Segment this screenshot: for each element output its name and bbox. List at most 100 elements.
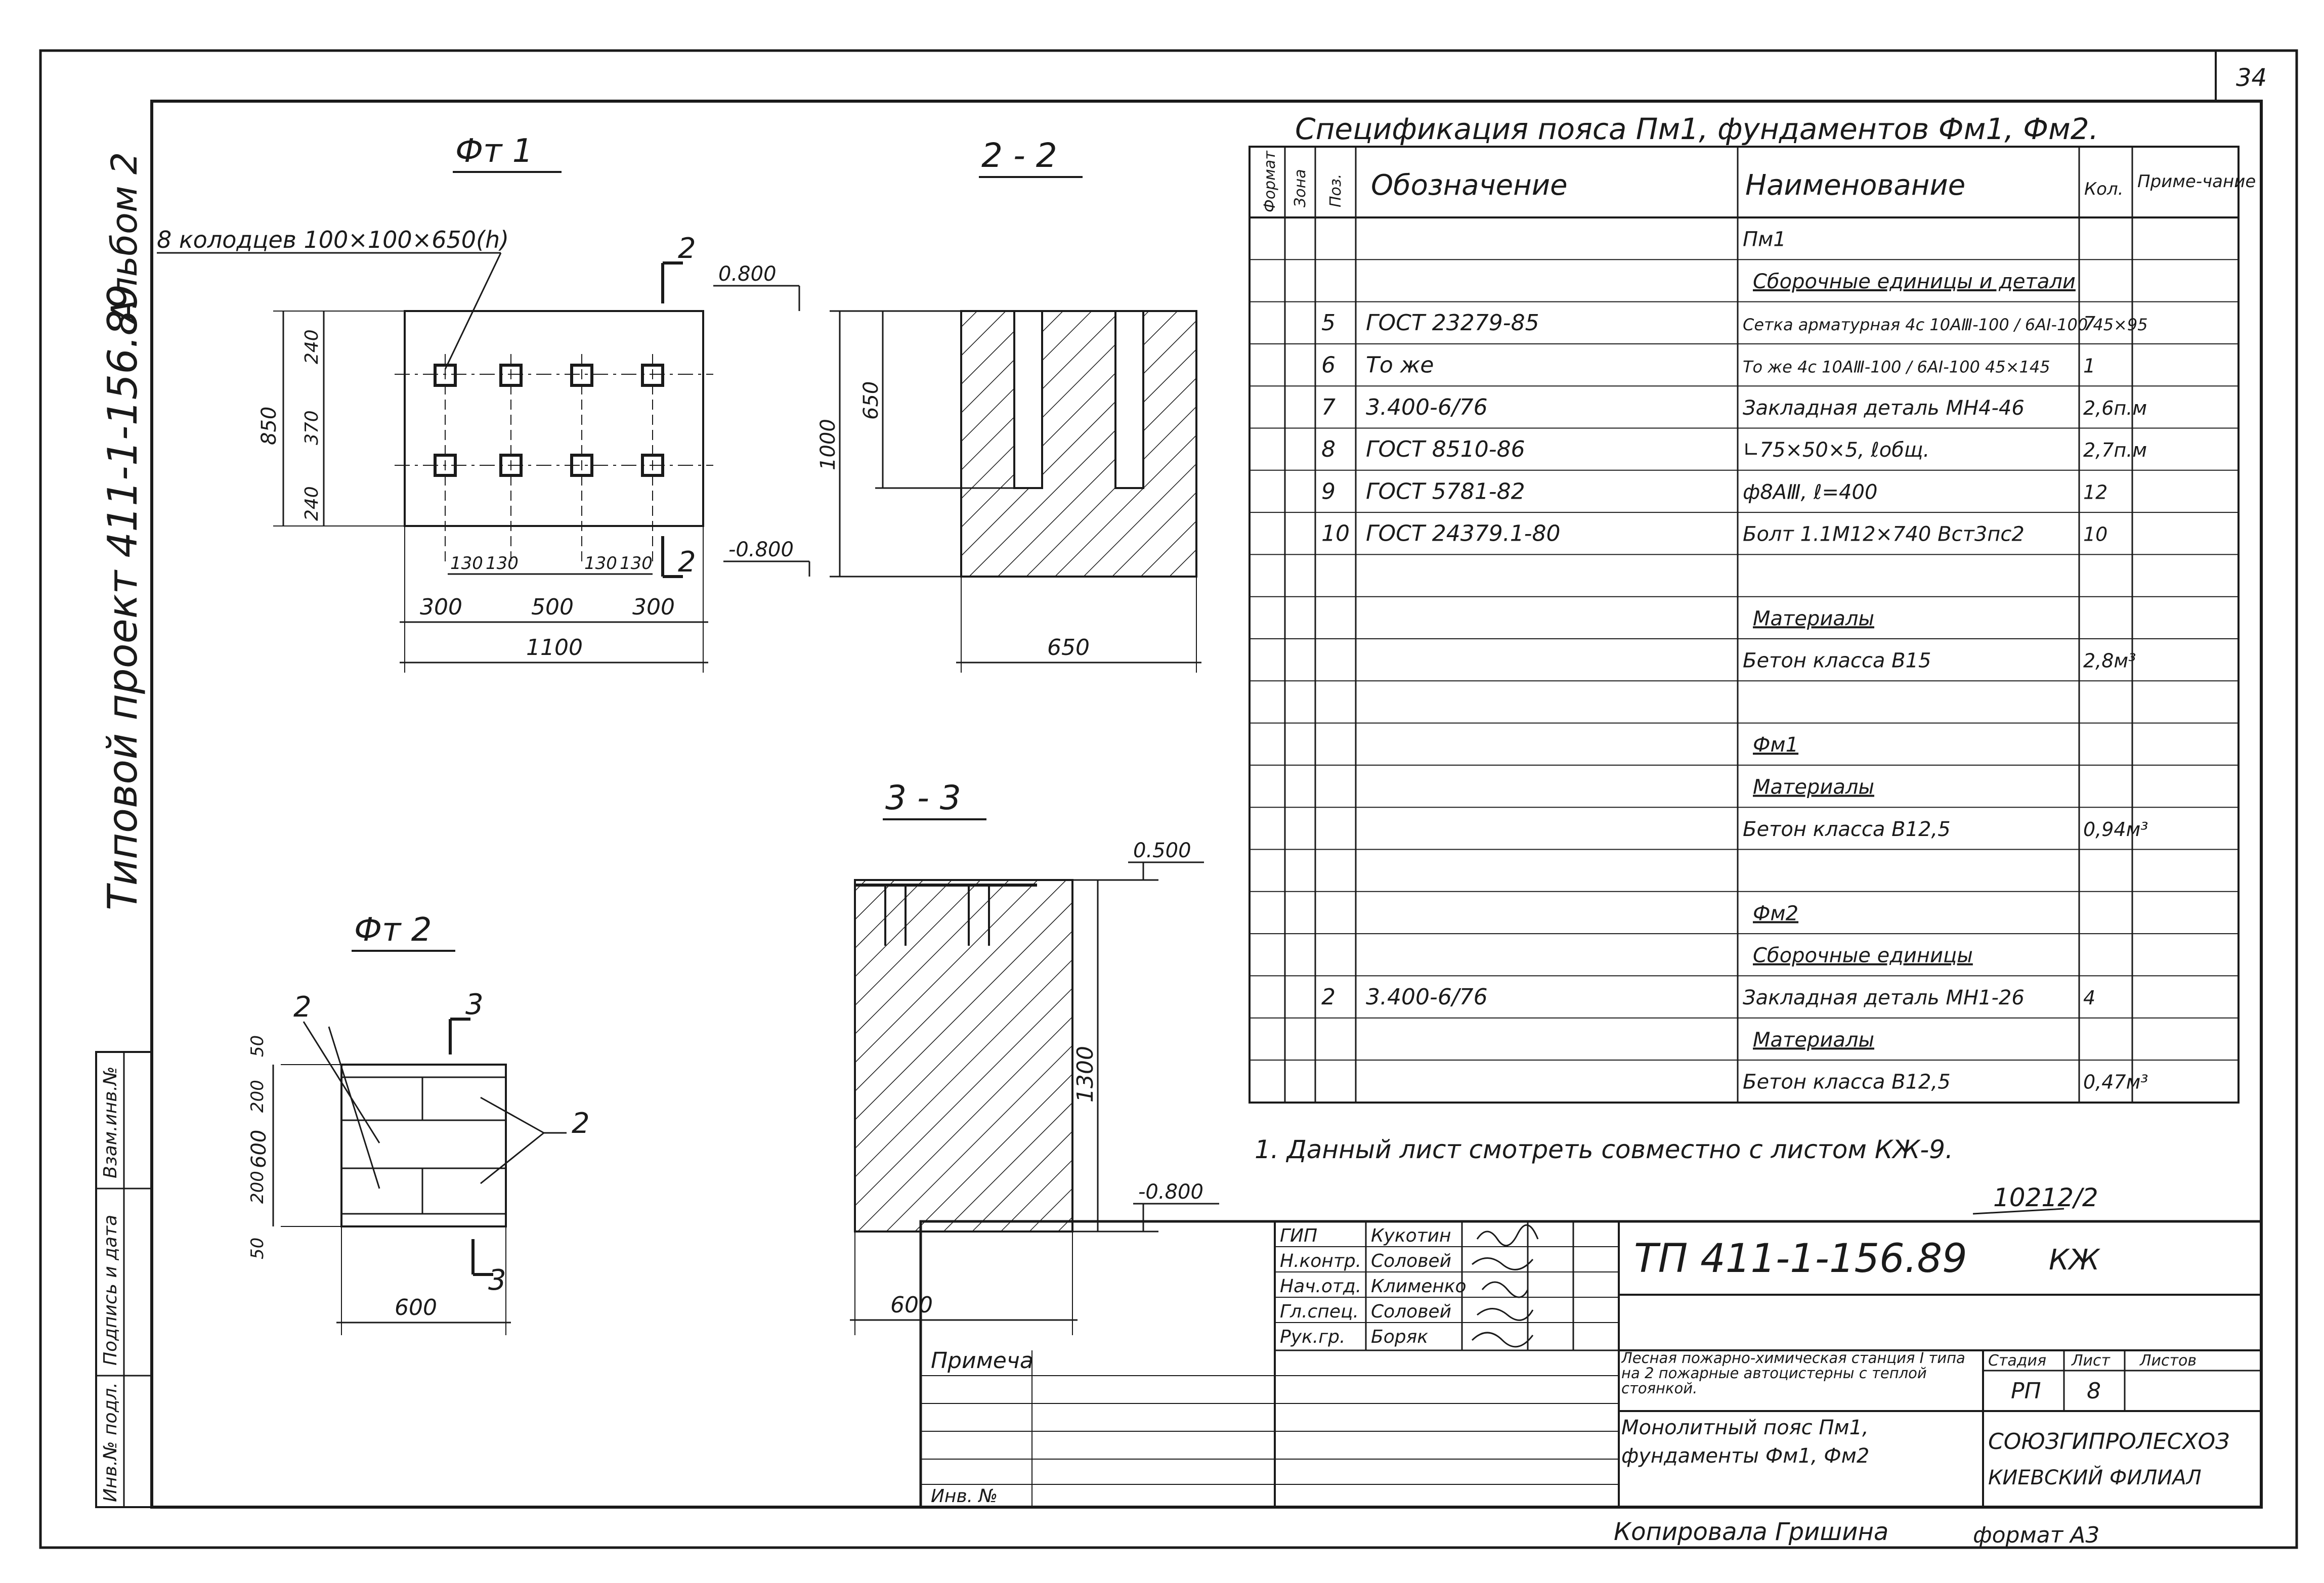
spec-cell-pos: 6 xyxy=(1321,353,1336,378)
fm1-note: 8 колодцев 100×100×650(h) xyxy=(157,226,509,253)
fm1-dim-850: 850 xyxy=(257,407,281,445)
fm1-dim-130-1: 130 xyxy=(450,553,483,574)
fm2-dim-600h: 600 xyxy=(247,1130,271,1168)
tb-primech: Примеча xyxy=(931,1348,1034,1374)
tb-name-1: Соловей xyxy=(1371,1251,1451,1271)
album-label: Альбом 2 xyxy=(104,152,145,326)
fm2-plan: Фт 2 2 2 600 50 200 200 50 600 3 3 xyxy=(247,911,590,1335)
fm1-outline xyxy=(404,310,704,527)
spec-header-format: Формат xyxy=(1261,150,1279,212)
spec-cell-qty: 12 xyxy=(2083,481,2107,503)
tb-name-3: Соловей xyxy=(1371,1301,1451,1322)
fm2-section-mark-bottom: 3 xyxy=(488,1264,506,1297)
spec-cell-name: Материалы xyxy=(1753,607,1874,630)
spec-cell-name: Сборочные единицы xyxy=(1753,944,1973,968)
spec-cell-name: Сетка арматурная 4с 10АⅢ-100 / 6АI-100 4… xyxy=(1743,315,2148,334)
fm1-plan: Фт 1 8 колодцев 100×100×650(h) 850 240 3… xyxy=(157,133,713,673)
spec-cell-name: Закладная деталь МН1-26 xyxy=(1743,986,2025,1009)
fm2-dim-50b: 50 xyxy=(247,1238,268,1259)
spec-cell-designation: 3.400-6/76 xyxy=(1366,984,1488,1010)
spec-cell-name: Фм2 xyxy=(1753,902,1798,925)
side-stamp: Типовой проект 411-1-156.89 Альбом 2 Инв… xyxy=(95,152,153,1508)
spec-cell-designation: ГОСТ 8510-86 xyxy=(1366,436,1525,462)
s22-body xyxy=(960,310,1197,578)
spec-header-zone: Зона xyxy=(1292,169,1309,207)
s33-body xyxy=(854,879,1073,1233)
tb-stage-label: Стадия xyxy=(1988,1352,2046,1370)
spec-cell-name: Закладная деталь МН4-46 xyxy=(1743,397,2025,420)
spec-cell-name: Сборочные единицы и детали xyxy=(1753,270,2076,293)
outer-border xyxy=(39,49,2298,1549)
fm2-leader-right: 2 xyxy=(572,1107,590,1140)
tb-name-0: Кукотин xyxy=(1371,1225,1451,1246)
footer-copied: Копировала Гришина xyxy=(1614,1518,1888,1546)
spec-cell-designation: ГОСТ 23279-85 xyxy=(1366,310,1539,336)
stamp-label-replace: Взам.инв.№ xyxy=(100,1066,121,1178)
spec-header-qty: Кол. xyxy=(2084,179,2123,199)
spec-header-pos: Поз. xyxy=(1327,174,1345,207)
tb-org-line1: СОЮЗГИПРОЛЕСХОЗ xyxy=(1988,1429,2229,1455)
fm1-dim-240b: 240 xyxy=(302,486,322,521)
section-2-2: 2 - 2 1000 650 0.800 -0.800 650 xyxy=(713,136,1201,673)
s33-dim-h: 1300 xyxy=(1072,1046,1098,1103)
spec-cell-pos: 7 xyxy=(1321,394,1336,420)
fm1-dim-1100: 1100 xyxy=(526,635,583,661)
spec-cell-name: Пм1 xyxy=(1743,228,1786,251)
s22-dim-650: 650 xyxy=(859,381,883,420)
spec-header-designation: Обозначение xyxy=(1371,169,1568,202)
note-line: 1. Данный лист смотреть совместно с лист… xyxy=(1255,1135,1953,1164)
spec-cell-qty: 4 xyxy=(2083,987,2095,1009)
spec-cell-pos: 5 xyxy=(1321,310,1336,336)
fm1-dim-130-4: 130 xyxy=(620,553,653,574)
spec-table: Спецификация пояса Пм1, фундаментов Фм1,… xyxy=(1249,112,2256,1104)
spec-cell-name: Болт 1.1М12×740 Вст3пс2 xyxy=(1743,523,2025,546)
spec-title: Спецификация пояса Пм1, фундаментов Фм1,… xyxy=(1295,112,2098,146)
tb-inv: Инв. № xyxy=(931,1486,998,1507)
project-code-vertical: Типовой проект 411-1-156.89 xyxy=(99,284,146,910)
fm1-wells xyxy=(434,364,664,477)
spec-header-note: Приме-чание xyxy=(2137,171,2256,192)
fm2-outline xyxy=(340,1064,507,1227)
s22-elev-bot: -0.800 xyxy=(728,538,794,561)
tb-role-1: Н.контр. xyxy=(1280,1251,1361,1271)
fm1-dim-370: 370 xyxy=(302,410,322,445)
tb-name-4: Боряк xyxy=(1371,1327,1428,1347)
spec-cell-pos: 10 xyxy=(1321,521,1350,547)
fm2-title: Фт 2 xyxy=(354,911,432,949)
spec-cell-designation: То же xyxy=(1366,353,1434,378)
fm1-dim-500: 500 xyxy=(531,594,574,620)
signatures xyxy=(1471,1224,1539,1348)
s33-elev-top: 0.500 xyxy=(1133,839,1191,862)
fm1-dim-130-2: 130 xyxy=(486,553,519,574)
spec-cell-qty: 10 xyxy=(2083,523,2107,546)
tb-sheet: 8 xyxy=(2087,1378,2101,1404)
tb-role-0: ГИП xyxy=(1280,1225,1317,1246)
fm1-section-mark-top: 2 xyxy=(678,232,696,265)
spec-cell-designation: ГОСТ 24379.1-80 xyxy=(1366,521,1561,547)
fm2-section-mark-top: 3 xyxy=(465,988,484,1021)
spec-cell-pos: 8 xyxy=(1321,436,1336,462)
tb-sheet-label: Лист xyxy=(2071,1352,2111,1370)
spec-cell-pos: 9 xyxy=(1321,478,1336,504)
spec-cell-name: Бетон класса В12,5 xyxy=(1743,818,1951,841)
fm1-dim-130-3: 130 xyxy=(584,553,617,574)
tb-role-3: Гл.спец. xyxy=(1280,1301,1359,1322)
spec-cell-designation: 3.400-6/76 xyxy=(1366,394,1488,420)
spec-cell-qty: 7 xyxy=(2083,313,2095,335)
section-3-3: 3 - 3 1300 0.500 -0.800 600 xyxy=(850,778,1219,1335)
fm1-title: Фт 1 xyxy=(455,133,533,170)
fm2-dim-200b: 200 xyxy=(247,1171,268,1204)
spec-cell-designation: ГОСТ 5781-82 xyxy=(1366,478,1525,504)
s33-elev-bot: -0.800 xyxy=(1138,1180,1203,1204)
spec-cell-name: Бетон класса В15 xyxy=(1743,649,1931,673)
fm2-dim-50a: 50 xyxy=(247,1035,268,1057)
tb-name-2: Клименко xyxy=(1371,1276,1467,1297)
spec-cell-pos: 2 xyxy=(1321,984,1336,1010)
spec-header-name: Наименование xyxy=(1745,169,1965,202)
spec-cell-name: Бетон класса В12,5 xyxy=(1743,1071,1951,1094)
sheet-number: 34 xyxy=(2236,64,2267,92)
spec-cell-qty: 0,47м³ xyxy=(2083,1071,2148,1093)
tb-mark: КЖ xyxy=(2049,1244,2101,1277)
title-block: ГИП Кукотин Н.контр. Соловей Нач.отд. Кл… xyxy=(919,1220,2263,1509)
